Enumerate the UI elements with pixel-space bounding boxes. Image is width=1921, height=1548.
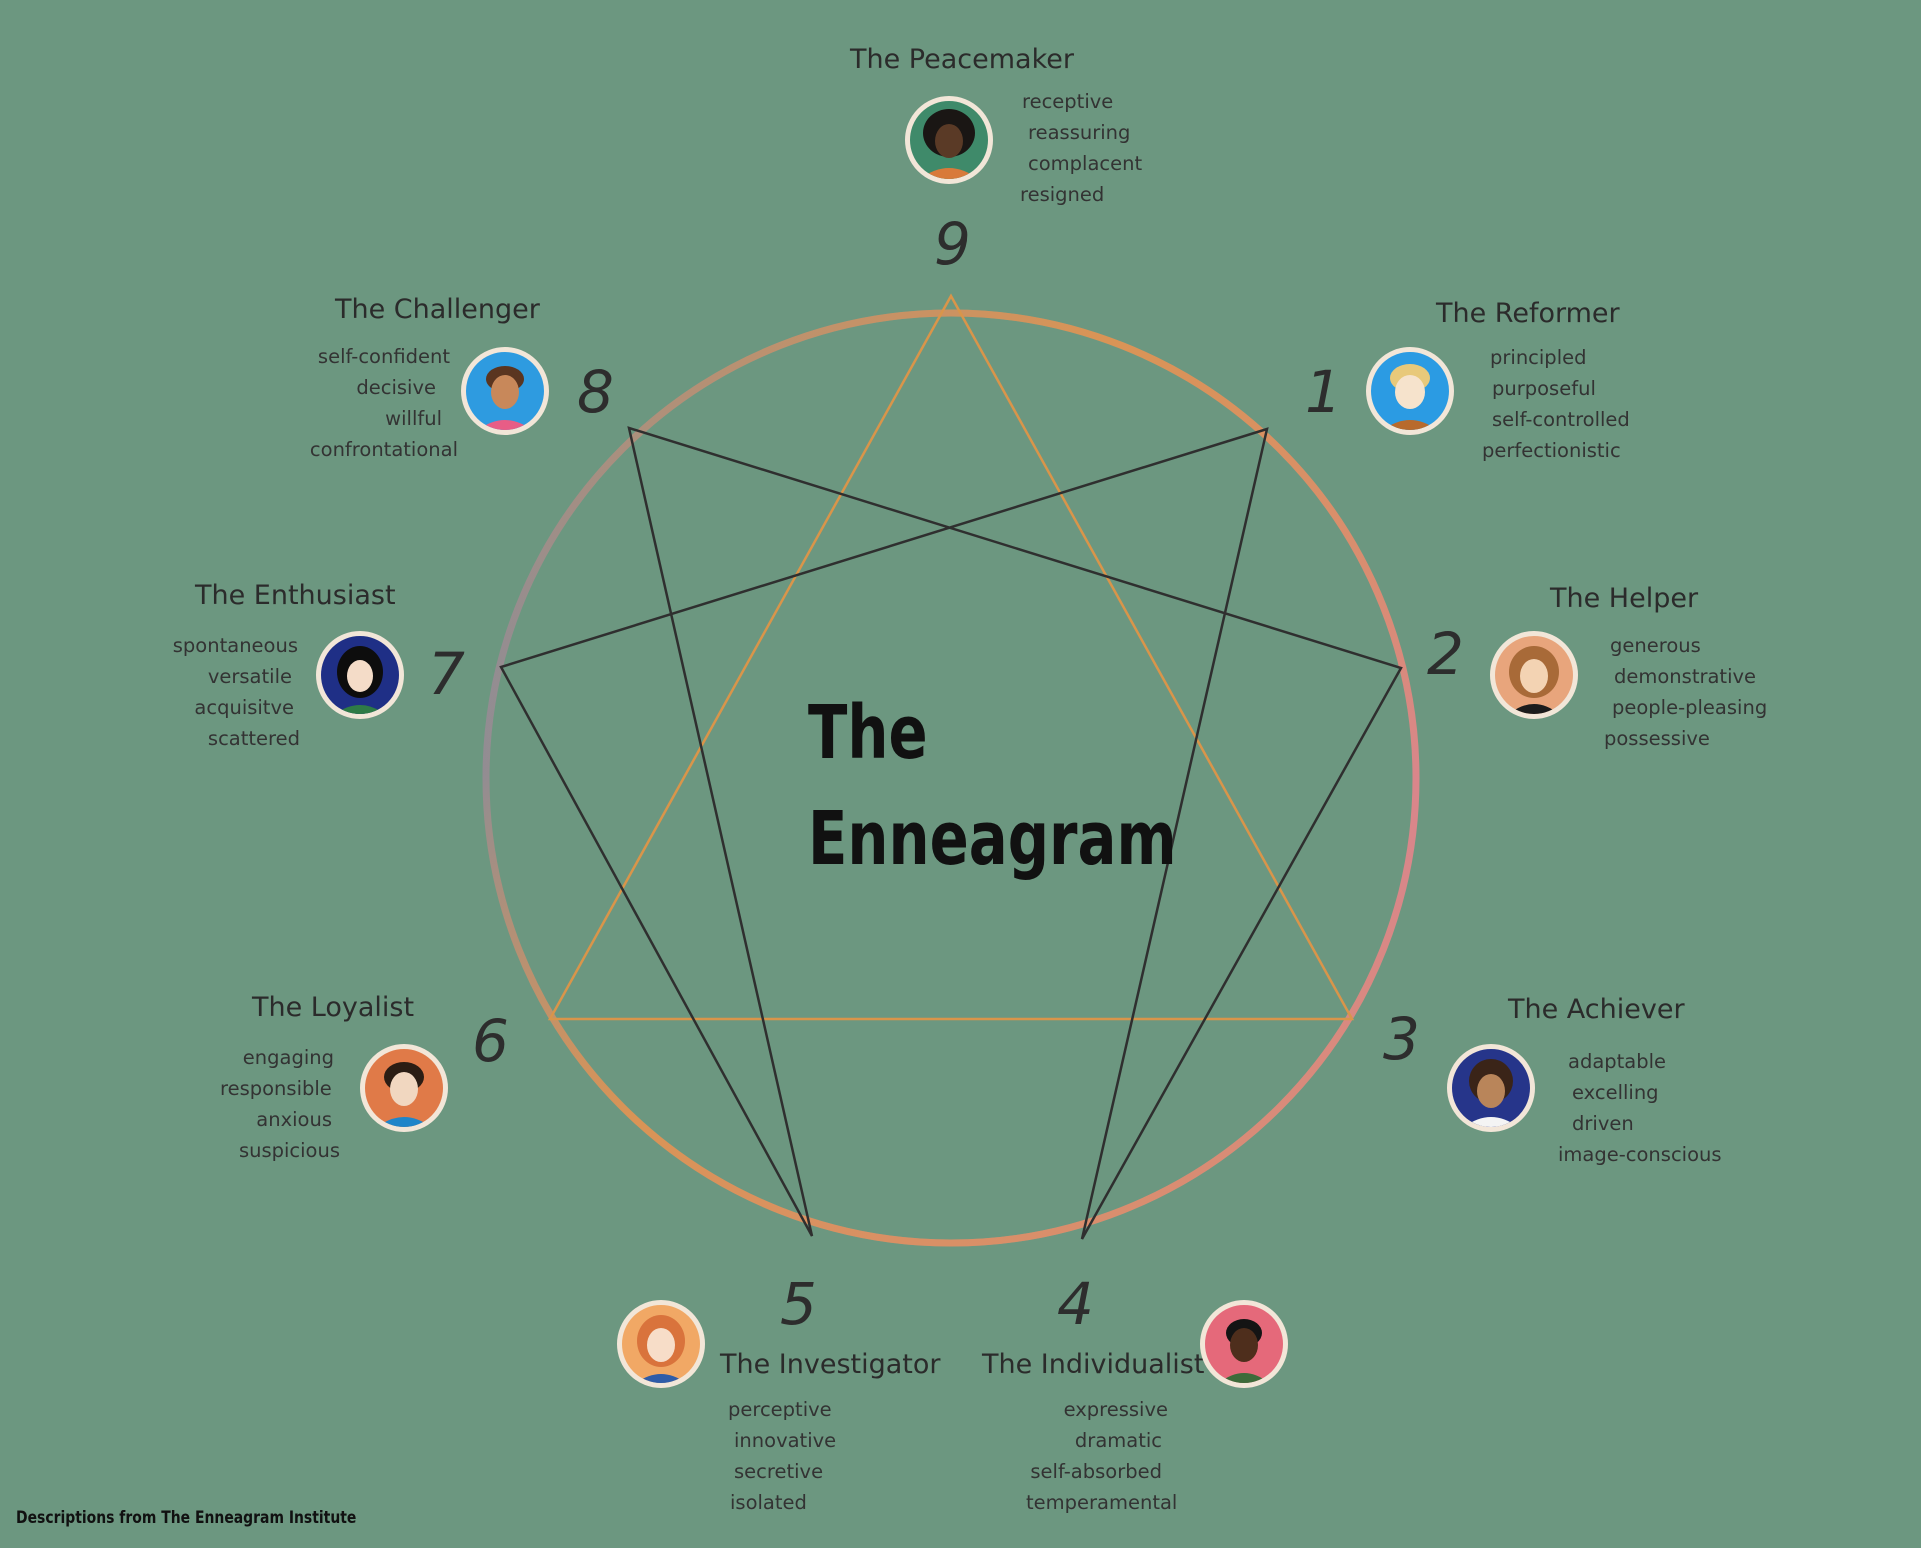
trait: driven — [1572, 1112, 1634, 1135]
trait: purposeful — [1492, 377, 1596, 400]
point-number-6: 6 — [472, 1007, 509, 1075]
enthusiast-avatar — [316, 631, 404, 719]
type-3-traits: adaptable excelling driven image-conscio… — [1558, 1046, 1722, 1170]
type-6-title: The Loyalist — [252, 992, 415, 1023]
type-8-traits: self-confident decisive willful confront… — [300, 341, 460, 465]
credit-note: Descriptions from The Enneagram Institut… — [16, 1508, 357, 1528]
heading-line-2: Enneagram — [808, 796, 1177, 882]
trait: confrontational — [309, 438, 458, 461]
type-3-title: The Achiever — [1508, 994, 1685, 1025]
trait: people-pleasing — [1612, 696, 1768, 719]
point-number-5: 5 — [780, 1270, 817, 1338]
peacemaker-avatar — [905, 96, 993, 184]
challenger-avatar — [461, 347, 549, 435]
point-number-2: 2 — [1427, 620, 1464, 688]
type-8-title: The Challenger — [335, 294, 540, 325]
trait: demonstrative — [1614, 665, 1757, 688]
trait: isolated — [730, 1491, 807, 1514]
trait: self-controlled — [1492, 408, 1630, 431]
enneagram-ring-overlay — [482, 309, 1420, 1247]
type-5-title: The Investigator — [720, 1349, 941, 1380]
point-number-8: 8 — [577, 358, 614, 426]
type-5-traits: perceptive innovative secretive isolated — [728, 1394, 836, 1518]
point-number-3: 3 — [1383, 1005, 1420, 1073]
trait: principled — [1490, 346, 1587, 369]
trait: excelling — [1572, 1081, 1659, 1104]
loyalist-avatar — [360, 1044, 448, 1132]
type-9-traits: receptive reassuring complacent resigned — [1020, 86, 1142, 210]
trait: perfectionistic — [1482, 439, 1621, 462]
trait: receptive — [1022, 90, 1114, 113]
trait: expressive — [1063, 1398, 1168, 1421]
trait: engaging — [242, 1046, 334, 1069]
point-number-4: 4 — [1057, 1270, 1094, 1338]
trait: spontaneous — [172, 634, 298, 657]
triangle-3-6-9 — [547, 293, 1355, 1021]
center-heading: The Enneagram — [808, 680, 1177, 892]
trait: self-confident — [317, 345, 450, 368]
trait: perceptive — [728, 1398, 832, 1421]
trait: suspicious — [238, 1139, 340, 1162]
trait: possessive — [1604, 727, 1710, 750]
trait: adaptable — [1568, 1050, 1667, 1073]
type-9-title: The Peacemaker — [850, 44, 1074, 75]
type-2-traits: generous demonstrative people-pleasing p… — [1604, 630, 1767, 754]
hexad-1-4-2-8-5-7 — [499, 426, 1403, 1240]
trait: reassuring — [1028, 121, 1131, 144]
point-number-9: 9 — [934, 210, 971, 278]
type-4-title: The Individualist — [982, 1349, 1205, 1380]
trait: scattered — [207, 727, 300, 750]
trait: acquisitve — [194, 696, 294, 719]
type-2-title: The Helper — [1550, 583, 1699, 614]
trait: self-absorbed — [1030, 1460, 1162, 1483]
achiever-avatar — [1447, 1044, 1535, 1132]
trait: resigned — [1020, 183, 1105, 206]
individualist-avatar — [1200, 1300, 1288, 1388]
trait: anxious — [256, 1108, 332, 1131]
type-1-traits: principled purposeful self-controlled pe… — [1482, 342, 1630, 466]
trait: dramatic — [1074, 1429, 1162, 1452]
trait: image-conscious — [1558, 1143, 1722, 1166]
type-7-traits: spontaneous versatile acquisitve scatter… — [166, 630, 300, 754]
trait: willful — [385, 407, 442, 430]
type-4-traits: expressive dramatic self-absorbed temper… — [1026, 1394, 1178, 1518]
investigator-avatar — [617, 1300, 705, 1388]
reformer-avatar — [1366, 347, 1454, 435]
helper-avatar — [1490, 631, 1578, 719]
heading-line-1: The — [808, 690, 928, 776]
trait: complacent — [1028, 152, 1143, 175]
trait: secretive — [734, 1460, 824, 1483]
point-number-7: 7 — [428, 640, 465, 708]
trait: innovative — [734, 1429, 837, 1452]
point-number-1: 1 — [1305, 358, 1342, 426]
trait: versatile — [207, 665, 292, 688]
trait: responsible — [220, 1077, 332, 1100]
trait: generous — [1610, 634, 1701, 657]
type-7-title: The Enthusiast — [195, 580, 396, 611]
type-1-title: The Reformer — [1436, 298, 1620, 329]
trait: temperamental — [1026, 1491, 1178, 1514]
type-6-traits: engaging responsible anxious suspicious — [220, 1042, 340, 1166]
trait: decisive — [356, 376, 436, 399]
